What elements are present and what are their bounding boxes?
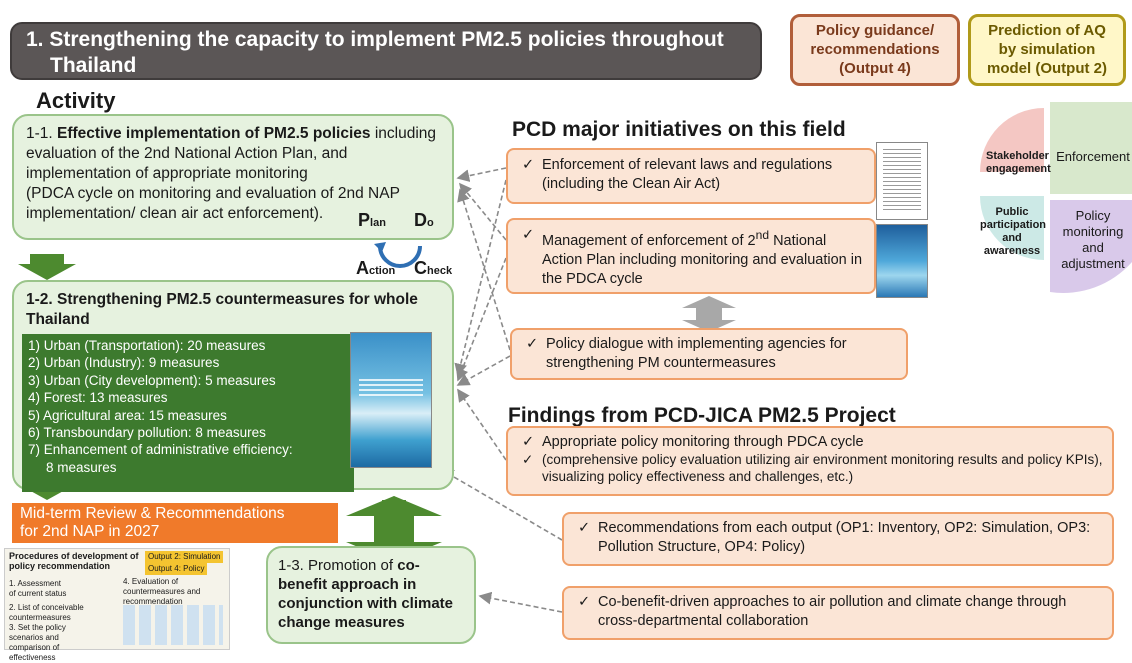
- finding-item-text: Recommendations from each output (OP1: I…: [572, 519, 1104, 557]
- down-arrow: [18, 254, 76, 280]
- output4-line: (Output 4): [839, 60, 911, 77]
- output2-line: by simulation: [998, 41, 1096, 58]
- nap-cover-image: [350, 332, 432, 468]
- activity-1-1-box: 1-1. Effective implementation of PM2.5 p…: [12, 114, 454, 240]
- thumbnail-step: 2. List of conceivable countermeasures: [9, 603, 84, 622]
- pcd-item-dialogue: Policy dialogue with implementing agenci…: [510, 328, 908, 380]
- output2-line: model (Output 2): [987, 60, 1107, 77]
- finding-item-recommendations: Recommendations from each output (OP1: I…: [562, 512, 1114, 566]
- thumbnail-title: Procedures of development of policy reco…: [9, 551, 139, 571]
- measure-item: 5) Agricultural area: 15 measures: [28, 407, 227, 423]
- thumbnail-tag: Output 2: Simulation: [145, 551, 224, 563]
- procedure-thumbnail: Procedures of development of policy reco…: [4, 548, 230, 662]
- midterm-line: for 2nd NAP in 2027: [20, 523, 160, 540]
- thumbnail-step: 1. Assessment of current status: [9, 579, 67, 598]
- measure-item: 2) Urban (Industry): 9 measures: [28, 355, 220, 371]
- grey-arrow-shaft: [696, 308, 722, 320]
- finding-item-monitoring: Appropriate policy monitoring through PD…: [506, 426, 1114, 496]
- thumbnail-tag: Output 4: Policy: [145, 563, 208, 575]
- activity-1-3-num: 1-3. Promotion of: [278, 557, 398, 574]
- finding-item-text: (comprehensive policy evaluation utilizi…: [516, 451, 1104, 485]
- pcd-heading: PCD major initiatives on this field: [512, 118, 846, 141]
- dashed-arrow: [456, 167, 507, 182]
- grey-arrow-down: [682, 320, 736, 332]
- dashed-arrow: [440, 469, 563, 541]
- findings-heading: Findings from PCD-JICA PM2.5 Project: [508, 404, 896, 427]
- output2-badge: Prediction of AQ by simulation model (Ou…: [968, 14, 1126, 86]
- activity-1-3-title: co-benefit approach in conjunction with …: [278, 557, 454, 631]
- quadrant-public: [980, 196, 1044, 260]
- quadrant-policy: [1050, 200, 1132, 293]
- measure-item: 6) Transboundary pollution: 8 measures: [28, 425, 266, 441]
- output4-badge: Policy guidance/ recommendations (Output…: [790, 14, 960, 86]
- activity-1-1-note: (PDCA cycle on monitoring and evaluation…: [26, 185, 400, 222]
- pcd-item-text: Enforcement of relevant laws and regulat…: [516, 156, 866, 194]
- grey-arrow-up: [682, 296, 736, 308]
- pcd-item-text: Policy dialogue with implementing agenci…: [520, 335, 898, 373]
- activity-1-3-box: 1-3. Promotion of co-benefit approach in…: [266, 546, 476, 644]
- thumbnail-step: 3. Set the policy scenarios and comparis…: [9, 623, 66, 662]
- pdca-arrowhead: [374, 242, 386, 252]
- nap-document-cover: [876, 224, 928, 298]
- dashed-arrow: [456, 355, 511, 386]
- pdca-plan: Plan: [358, 210, 386, 230]
- output4-line: recommendations: [810, 41, 940, 58]
- activity-1-1-num: 1-1.: [26, 125, 58, 142]
- finding-item-cobenefit: Co-benefit-driven approaches to air poll…: [562, 586, 1114, 640]
- page-title: 1. Strengthening the capacity to impleme…: [10, 22, 762, 80]
- quadrant-label-enforcement: Enforcement: [1056, 149, 1130, 164]
- activity-1-1-text: including evaluation of the 2nd National…: [26, 125, 437, 182]
- activity-1-2-heading: 1-2. Strengthening PM2.5 countermeasures…: [26, 291, 418, 328]
- midterm-line: Mid-term Review & Recommendations: [20, 505, 285, 522]
- output4-line: Policy guidance/: [815, 22, 935, 39]
- pcd-item-nap: Management of enforcement of 2nd Nationa…: [506, 218, 876, 294]
- midterm-review-banner: Mid-term Review & Recommendations for 2n…: [12, 503, 338, 543]
- measure-item: 8 measures: [46, 459, 117, 475]
- pdca-action: Action: [356, 258, 396, 278]
- finding-item-text: Appropriate policy monitoring through PD…: [516, 434, 1104, 451]
- dashed-arrow: [457, 188, 511, 351]
- dashed-arrow: [457, 388, 507, 461]
- finding-item-text: Co-benefit-driven approaches to air poll…: [572, 593, 1104, 631]
- pcd-item-text: Management of enforcement of 2nd Nationa…: [516, 226, 866, 289]
- dashed-arrow: [456, 257, 507, 382]
- pdca-check: Check: [414, 258, 453, 278]
- dashed-arrow: [478, 591, 563, 613]
- output2-line: Prediction of AQ: [988, 22, 1106, 39]
- activity-1-1-title: Effective implementation of PM2.5 polici…: [57, 125, 371, 142]
- dashed-arrow: [454, 179, 507, 377]
- clean-air-act-document: [876, 142, 928, 220]
- quadrant-stakeholder: [980, 108, 1044, 172]
- quadrant-enforcement: [1050, 102, 1132, 194]
- title-line-2: Thailand: [50, 54, 137, 77]
- measure-item: 7) Enhancement of administrative efficie…: [28, 442, 293, 458]
- measure-item: 1) Urban (Transportation): 20 measures: [28, 338, 266, 353]
- double-arrow-head-up: [346, 496, 442, 516]
- thumbnail-chart: [123, 605, 223, 645]
- activity-heading: Activity: [36, 88, 116, 113]
- measure-item: 4) Forest: 13 measures: [28, 390, 168, 406]
- measures-list: 1) Urban (Transportation): 20 measures 2…: [22, 334, 354, 492]
- double-arrow-shaft: [374, 516, 414, 542]
- measure-item: 3) Urban (City development): 5 measures: [28, 372, 276, 388]
- title-line-1: 1. Strengthening the capacity to impleme…: [26, 28, 724, 51]
- pcd-item-enforcement: Enforcement of relevant laws and regulat…: [506, 148, 876, 204]
- pdca-do: Do: [414, 210, 434, 230]
- activity-1-2-box: 1-2. Strengthening PM2.5 countermeasures…: [12, 280, 454, 492]
- thumbnail-step: 4. Evaluation of countermeasures and rec…: [123, 577, 201, 606]
